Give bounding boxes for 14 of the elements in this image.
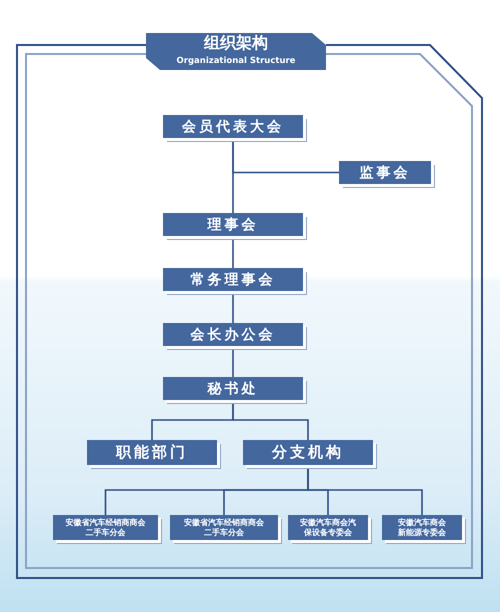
org-box: 秘书处 xyxy=(163,377,303,400)
org-box: 安徽汽车商会汽保设备专委会 xyxy=(288,515,368,540)
org-box: 常务理事会 xyxy=(163,268,303,291)
org-box: 职能部门 xyxy=(87,440,217,465)
org-box: 安徽省汽车经销商商会二手车分会 xyxy=(53,515,158,540)
org-box: 会长办公会 xyxy=(163,323,303,346)
org-box: 安徽汽车商会新能源专委会 xyxy=(382,515,462,540)
org-box: 会员代表大会 xyxy=(163,115,303,138)
title: 组织架构 xyxy=(202,33,269,53)
subtitle: Organizational Structure xyxy=(176,55,296,67)
org-box: 监事会 xyxy=(339,161,431,184)
org-box: 理事会 xyxy=(163,213,303,236)
org-box: 分支机构 xyxy=(243,440,373,465)
org-box: 安徽省汽车经销商商会二手车分会 xyxy=(170,515,278,540)
